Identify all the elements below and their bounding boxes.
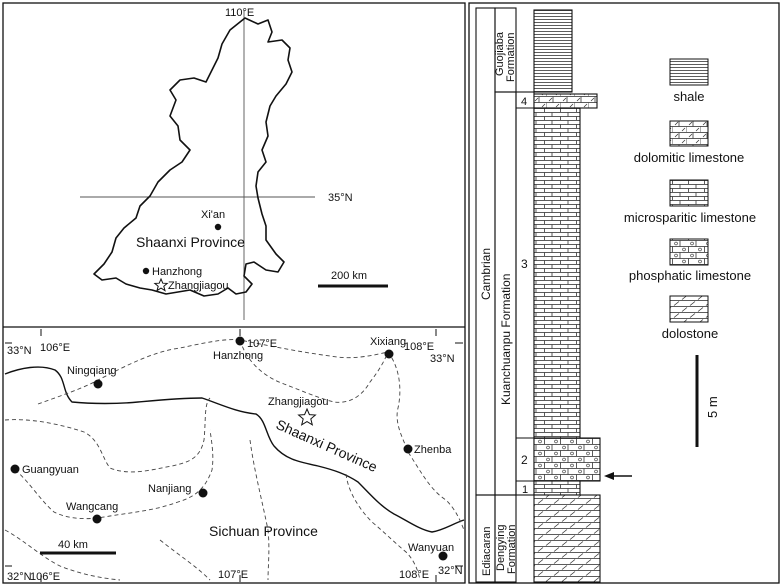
- province-map: [80, 10, 388, 320]
- legend: [669, 58, 709, 323]
- town-label-hanzhong: Hanzhong: [213, 350, 263, 362]
- lon-106-bottom: 106°E: [30, 571, 60, 583]
- shaanxi-outline: [93, 17, 293, 297]
- guojiaba-label-2: Formation: [505, 32, 517, 82]
- lith-bed1-microsparitic-limestone: [533, 480, 581, 496]
- bed-number-1: 1: [522, 484, 528, 496]
- lith-bed4-dolomitic-limestone: [533, 93, 598, 109]
- sichuan-province-label: Sichuan Province: [209, 523, 318, 539]
- lon-106-top: 106°E: [40, 342, 70, 354]
- dengying-box: [494, 494, 517, 583]
- legend-swatch-phosphatic-limestone: [669, 238, 709, 266]
- lith-bed3-microsparitic-limestone: [533, 107, 581, 439]
- detail-map: [4, 329, 465, 582]
- site-star-zhangjiagou: [297, 407, 317, 426]
- lat-33-nw: 33°N: [7, 345, 32, 357]
- town-dot-xixiang: [384, 349, 394, 359]
- shaanxi-label: Shaanxi Province: [136, 234, 245, 250]
- bed-number-3: 3: [521, 257, 528, 271]
- town-dot-hanzhong: [235, 336, 245, 346]
- legend-label-dolostone: dolostone: [662, 326, 718, 341]
- zhangjiagou-star: [153, 277, 169, 292]
- lon-107-top: 107°E: [247, 338, 277, 350]
- lat-32-se: 32°N: [438, 565, 463, 577]
- lith-bed2-phosphatic-limestone: [533, 437, 601, 482]
- kuanchuanpu-label: Kuanchuanpu Formation: [499, 274, 513, 405]
- dengying-label-1: Dengying: [495, 525, 507, 571]
- province-scale-label: 200 km: [331, 270, 367, 282]
- shaanxi-province-label: Shaanxi Province: [274, 416, 380, 475]
- legend-label-dolomitic-limestone: dolomitic limestone: [634, 150, 745, 165]
- lat-32-sw: 32°N: [7, 571, 32, 583]
- town-dot-guangyuan: [10, 464, 20, 474]
- ediacaran-label: Ediacaran: [481, 526, 493, 576]
- town-label-wangcang: Wangcang: [66, 501, 118, 513]
- bed-number-4: 4: [521, 96, 527, 108]
- town-dot-ningqiang: [93, 379, 103, 389]
- legend-swatch-dolomitic-limestone: [669, 120, 709, 147]
- zhangjiagou-label: Zhangjiagou: [168, 280, 229, 292]
- hanzhong-label: Hanzhong: [152, 266, 202, 278]
- guojiaba-label-1: Guojiaba: [494, 31, 506, 76]
- lat-35-label: 35°N: [328, 192, 353, 204]
- town-label-ningqiang: Ningqiang: [67, 365, 117, 377]
- county-boundaries: [4, 339, 465, 581]
- sample-arrow: [604, 472, 632, 480]
- town-dot-nanjiang: [198, 488, 208, 498]
- right-panel-frame: [468, 2, 780, 584]
- legend-label-phosphatic-limestone: phosphatic limestone: [629, 268, 751, 283]
- town-label-nanjiang: Nanjiang: [148, 483, 191, 495]
- town-label-zhangjiagou: Zhangjiagou: [268, 396, 329, 408]
- cambrian-label: Cambrian: [479, 248, 493, 300]
- provincial-boundary: [4, 366, 465, 533]
- lon-108-bottom: 108°E: [399, 569, 429, 581]
- strat-column: [475, 7, 535, 583]
- bed-number-2: 2: [521, 453, 528, 467]
- xian-label: Xi'an: [201, 209, 225, 221]
- town-label-xixiang: Xixiang: [370, 336, 406, 348]
- column-scale-label: 5 m: [705, 396, 720, 418]
- dengying-label-2: Formation: [506, 524, 518, 574]
- town-dot-wangcang: [92, 514, 102, 524]
- lith-dengying-dolostone: [533, 494, 601, 583]
- town-dot-wanyuan: [438, 551, 448, 561]
- lon-110-label: 110°E: [225, 7, 254, 19]
- lon-107-bottom: 107°E: [218, 569, 248, 581]
- lon-108-top: 108°E: [404, 341, 434, 353]
- legend-swatch-microsparitic-limestone: [669, 179, 709, 207]
- town-dot-zhenba: [403, 444, 413, 454]
- town-label-zhenba: Zhenba: [414, 444, 452, 456]
- town-label-guangyuan: Guangyuan: [22, 464, 79, 476]
- legend-swatch-shale: [669, 58, 709, 86]
- legend-label-shale: shale: [673, 89, 704, 104]
- detail-scale-label: 40 km: [58, 539, 88, 551]
- left-panel-frame: [2, 2, 466, 584]
- town-label-wanyuan: Wanyuan: [408, 542, 454, 554]
- legend-label-microsparitic-limestone: microsparitic limestone: [624, 210, 756, 225]
- hanzhong-dot: [142, 267, 150, 275]
- lith-guojiaba-shale: [533, 9, 573, 93]
- lat-33-ne: 33°N: [430, 353, 455, 365]
- xian-dot: [214, 223, 222, 231]
- legend-swatch-dolostone: [669, 295, 709, 323]
- bed-number-column: [515, 91, 535, 496]
